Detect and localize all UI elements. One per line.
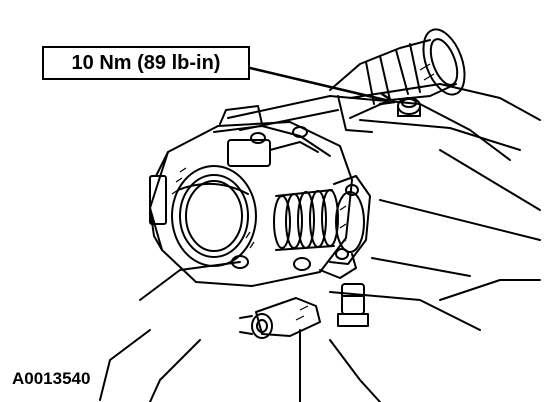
- throttle-body-bolt: [397, 97, 421, 117]
- throttle-bellows: [273, 189, 339, 251]
- lower-bracket-stud: [319, 253, 369, 327]
- idle-air-control-valve: [239, 297, 321, 339]
- torque-spec-callout: 10 Nm (89 lb-in): [42, 46, 250, 80]
- figure-id-label: A0013540: [12, 369, 91, 388]
- shading-strokes: [171, 63, 435, 321]
- throttle-bore: [171, 165, 257, 267]
- throttle-linkage: [329, 175, 371, 265]
- callout-leader-line: [248, 66, 396, 106]
- intake-manifold-lines: [99, 83, 541, 402]
- air-intake-tube: [329, 28, 466, 133]
- housing-mounting-bolts: [231, 126, 311, 271]
- throttle-body-housing: [149, 105, 353, 287]
